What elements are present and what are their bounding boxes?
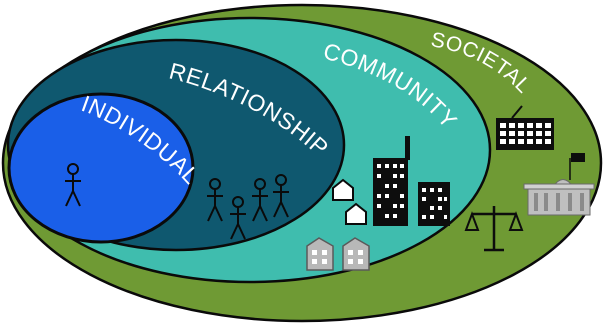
government-building-icon [523, 153, 595, 216]
house-icon [332, 178, 354, 201]
office-building-icon [373, 136, 410, 226]
house-icon [345, 202, 367, 225]
individual-ring [7, 92, 195, 244]
justice-scale-icon [464, 206, 524, 252]
town-building-icon [342, 237, 370, 271]
computer-keyboard-icon [496, 105, 554, 150]
town-building-icon [306, 237, 334, 271]
office-building-icon [418, 182, 450, 226]
